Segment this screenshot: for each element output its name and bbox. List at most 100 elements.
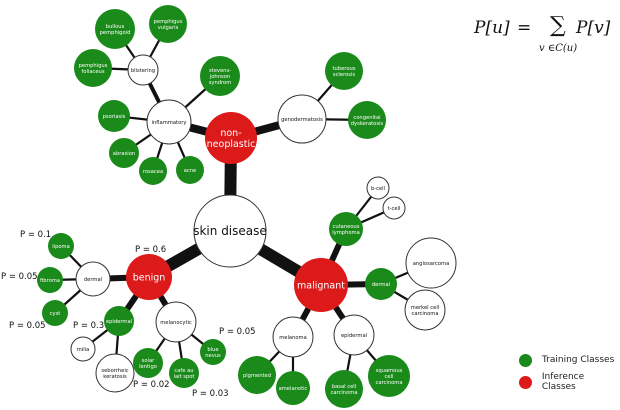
probability-formula: P[u] = ∑ v ∈C(u) P[v]: [474, 12, 614, 62]
node-circle-psoriasis: [98, 100, 130, 132]
node-label-non-neoplastic: non-neoplastic: [207, 128, 256, 150]
node-label-line: non-: [220, 128, 241, 139]
node-circle-dermal-malignant: [365, 268, 397, 300]
node-label-line: congenital: [353, 115, 380, 121]
node-malignant: malignant: [294, 258, 348, 312]
training-swatch-icon: [519, 353, 532, 367]
node-label-line: syndrom: [209, 80, 232, 86]
node-label-line: neoplastic: [207, 139, 256, 150]
node-label-line: rosacea: [143, 169, 163, 175]
node-fibroma: fibroma: [37, 267, 63, 293]
node-pigmented: pigmented: [238, 356, 276, 394]
node-label-epidermal-benign: epidermal: [106, 319, 132, 325]
legend-label-training: Training Classes: [542, 355, 615, 365]
probability-lipoma: P = 0.1: [20, 230, 51, 240]
node-label-line: sclerosis: [333, 72, 356, 78]
node-label-line: skin disease: [193, 224, 267, 238]
node-label-line: lait spot: [174, 374, 195, 380]
node-label-line: lymphoma: [332, 230, 360, 236]
node-label-skin-disease: skin disease: [193, 224, 267, 238]
inference-swatch-icon: [519, 375, 532, 389]
node-genodermatosis: genodermatosis: [277, 94, 327, 144]
node-label-melanocytic: melanocytic: [160, 320, 192, 326]
node-circle-stevens-johnson: [200, 56, 240, 96]
node-label-line: blistering: [131, 68, 155, 74]
node-label-line: pemphigoid: [100, 30, 131, 36]
node-label-t-cell: t-cell: [388, 206, 401, 212]
node-circle-malignant: [294, 258, 348, 312]
probability-fibroma: P = 0.05: [1, 272, 38, 282]
node-label-line: acne: [184, 168, 197, 174]
node-label-fibroma: fibroma: [40, 278, 60, 284]
node-circle-rosacea: [139, 157, 167, 185]
node-label-milia: milia: [77, 347, 90, 353]
node-label-line: merkel cell: [411, 305, 439, 311]
node-label-rosacea: rosacea: [143, 169, 163, 175]
node-label-line: benign: [133, 272, 166, 283]
node-label-line: blue: [207, 347, 218, 353]
legend: Training Classes Inference Classes: [519, 349, 620, 393]
node-t-cell: t-cell: [382, 196, 406, 220]
node-label-line: inflammatory: [152, 120, 187, 126]
node-circle-congenital-dyskeratosis: [348, 101, 386, 139]
node-label-line: t-cell: [388, 206, 401, 212]
node-label-genodermatosis: genodermatosis: [281, 117, 323, 123]
node-circle-benign: [126, 254, 172, 300]
node-circle-basal-cell-carcinoma: [325, 370, 363, 408]
probability-cafe-au-lait: P = 0.03: [192, 389, 229, 399]
node-acne: acne: [176, 156, 204, 184]
node-circle-cafe-au-lait: [169, 358, 199, 388]
node-label-line: dyskeratosis: [351, 121, 384, 127]
legend-item-inference: Inference Classes: [519, 371, 620, 393]
node-circle-merkel-cell: [404, 289, 446, 331]
node-label-dermal-malignant: dermal: [372, 282, 390, 288]
node-circle-acne: [176, 156, 204, 184]
node-label-line: genodermatosis: [281, 117, 323, 123]
node-psoriasis: psoriasis: [98, 100, 130, 132]
formula-lhs: P[u]: [474, 18, 510, 38]
node-label-line: pemphigus: [79, 63, 108, 69]
node-circle-b-cell: [366, 176, 390, 200]
node-rosacea: rosacea: [139, 157, 167, 185]
node-label-line: milia: [77, 347, 90, 353]
node-label-line: pemphigus: [154, 19, 183, 25]
node-label-line: psoriasis: [103, 114, 126, 120]
node-label-line: squamous: [376, 368, 403, 374]
node-angiosarcoma: angiosarcoma: [405, 237, 457, 289]
node-label-line: melanocytic: [160, 320, 192, 326]
node-label-line: solar: [142, 358, 155, 364]
formula-equals: =: [517, 18, 532, 38]
node-circle-skin-disease: [193, 194, 267, 268]
node-circle-blue-nevus: [200, 339, 226, 365]
node-label-abrasion: abrasion: [113, 151, 135, 157]
node-circle-melanoma: [272, 316, 314, 358]
node-circle-blistering: [127, 54, 159, 86]
node-circle-solar-lentigo: [133, 348, 163, 378]
node-cyst: cyst: [42, 300, 68, 326]
node-label-epidermal-malignant: epidermal: [341, 333, 367, 339]
node-circle-t-cell: [382, 196, 406, 220]
node-melanocytic: melanocytic: [155, 301, 197, 343]
node-label-line: fibroma: [40, 278, 60, 284]
node-label-line: nevus: [205, 353, 221, 359]
node-label-line: cyst: [50, 311, 61, 317]
node-circle-inflammatory: [146, 99, 192, 145]
node-amelanotic: amelanotic: [276, 371, 310, 405]
